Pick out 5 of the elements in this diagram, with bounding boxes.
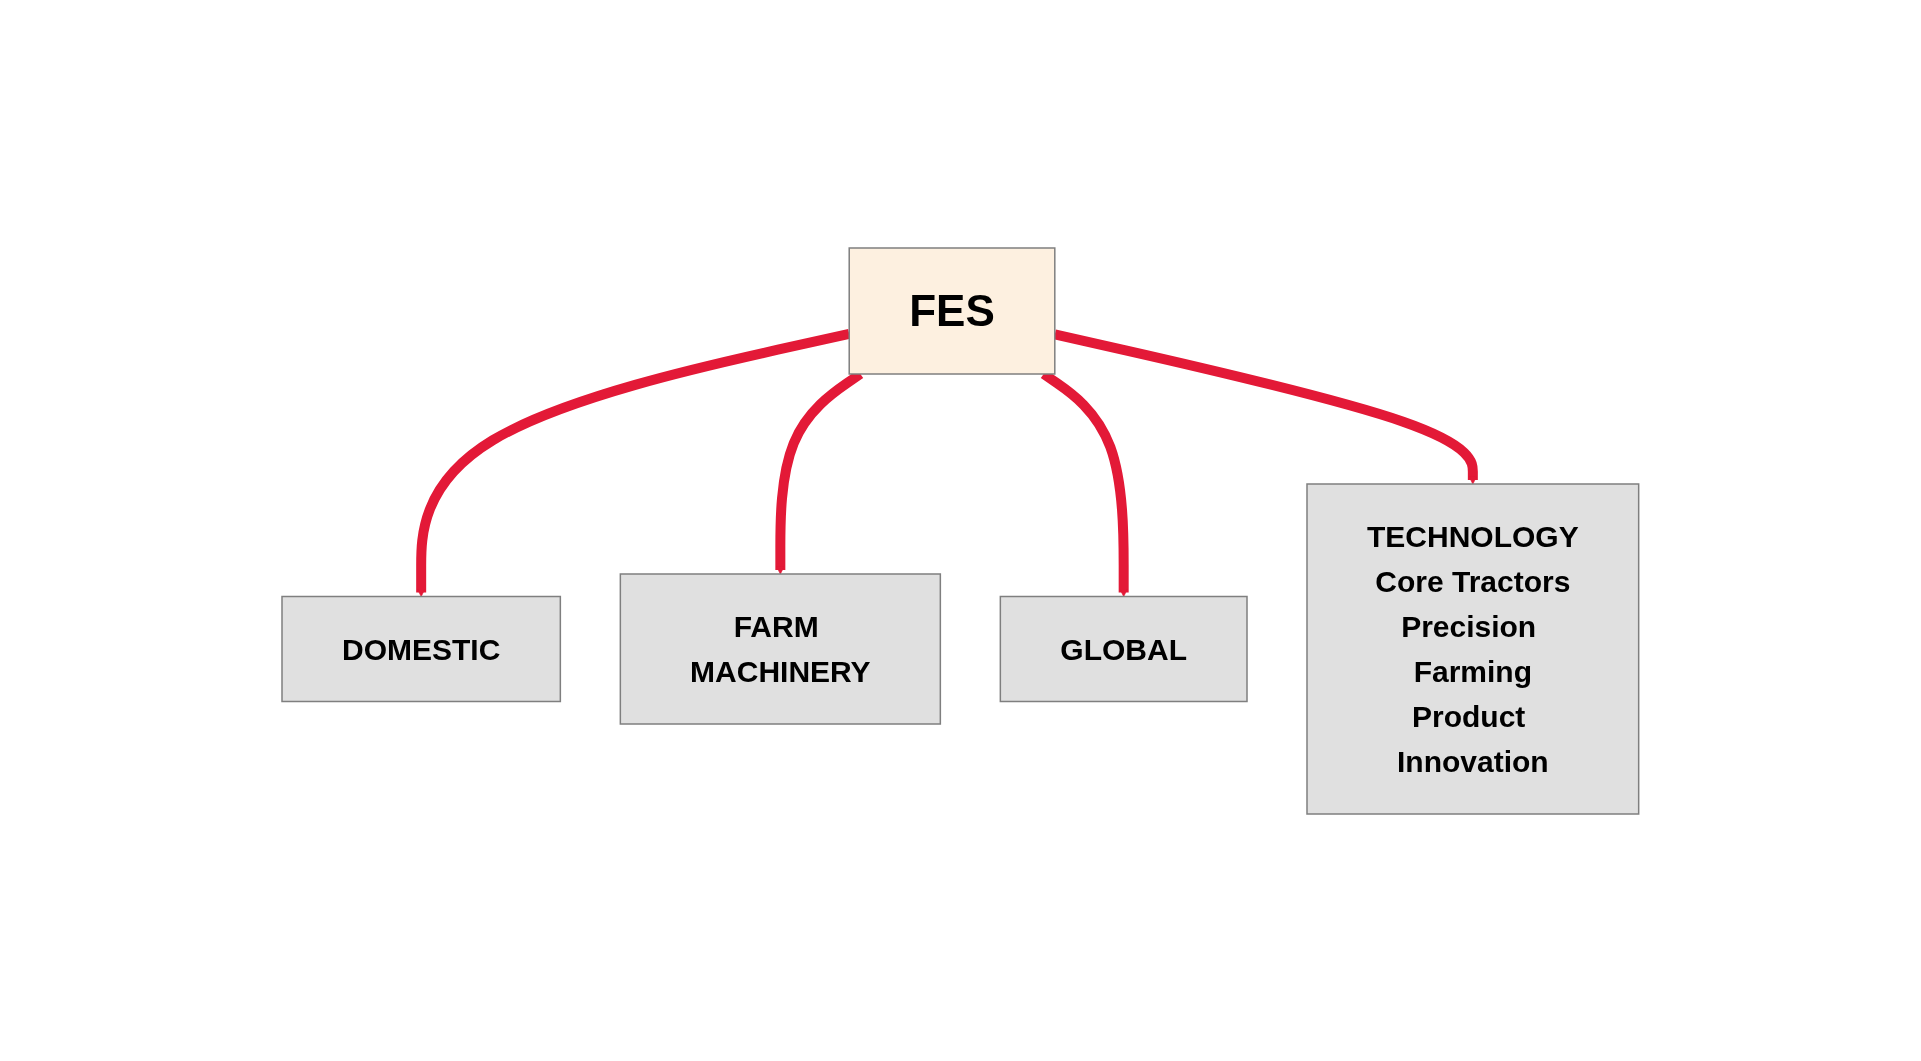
node-box: FES bbox=[848, 246, 1056, 375]
node-box: DOMESTIC bbox=[281, 595, 562, 702]
node-box: GLOBAL bbox=[999, 595, 1248, 702]
node-box: TECHNOLOGY Core Tractors Precision Farming Product Innovation bbox=[1306, 482, 1640, 815]
node-box: FARM MACHINERY bbox=[619, 572, 942, 725]
